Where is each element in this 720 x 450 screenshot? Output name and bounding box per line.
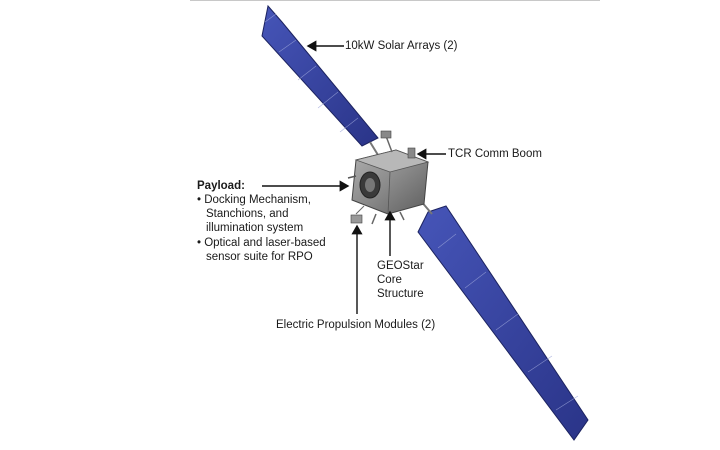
satellite-bus	[347, 149, 430, 225]
core-structure-label: GEOStar	[377, 260, 424, 272]
tcr-comm-boom	[380, 130, 416, 159]
callout-arrows	[262, 40, 446, 314]
top-divider-line	[190, 0, 600, 1]
tcr-comm-boom-label: TCR Comm Boom	[448, 148, 542, 160]
solar-arrays-label: 10kW Solar Arrays (2)	[345, 40, 458, 52]
payload-item: • Docking Mechanism,	[197, 194, 311, 206]
payload-title: Payload:	[197, 180, 245, 192]
upper-solar-array	[261, 4, 379, 156]
core-structure-label: Structure	[377, 288, 424, 300]
payload-item: sensor suite for RPO	[206, 251, 313, 263]
electric-propulsion-module	[350, 205, 365, 224]
payload-item: Stanchions, and	[206, 208, 289, 220]
core-structure-label: Core	[377, 274, 402, 286]
lower-solar-array	[417, 199, 589, 441]
payload-item: • Optical and laser-based	[197, 237, 326, 249]
payload-item: illumination system	[206, 222, 304, 234]
propulsion-modules-label: Electric Propulsion Modules (2)	[276, 319, 436, 331]
